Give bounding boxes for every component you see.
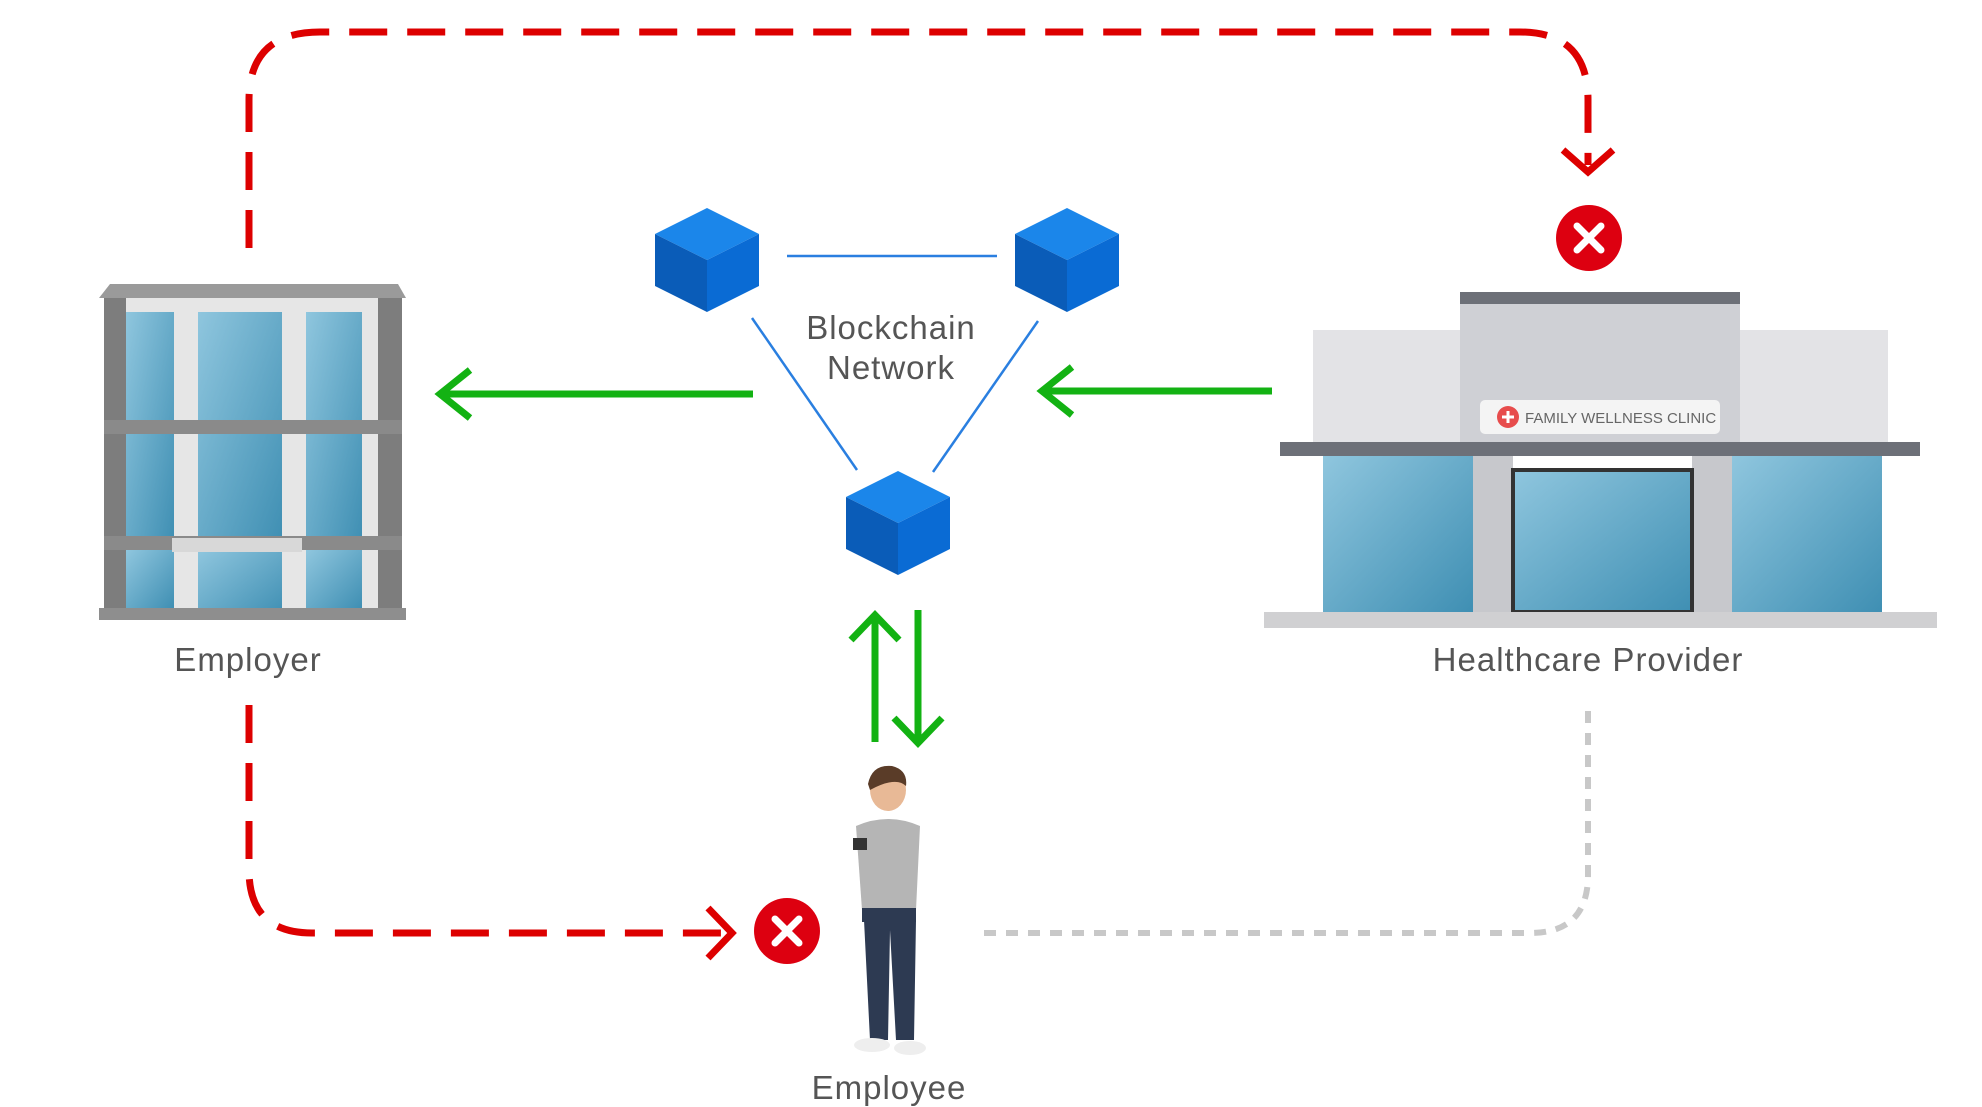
clinic-sign-text: FAMILY WELLNESS CLINIC	[1525, 410, 1716, 427]
blocked-path-employer-to-employee	[245, 705, 730, 937]
employer-label: Employer	[174, 641, 322, 678]
indirect-path-employee-to-provider	[984, 705, 1591, 936]
cube-icon	[1015, 208, 1119, 312]
blockchain-links	[750, 254, 1040, 473]
cube-icon	[655, 208, 759, 312]
blockchain-network-label: Blockchain Network	[806, 308, 976, 388]
blocked-path-employer-to-provider	[245, 28, 1592, 248]
healthcare-provider-label: Healthcare Provider	[1432, 641, 1744, 678]
blockchain-label-line1: Blockchain	[806, 309, 976, 346]
arrowhead-right-icon	[705, 905, 737, 961]
healthcare-provider-building-icon: FAMILY WELLNESS CLINIC	[1264, 292, 1937, 628]
x-circle-icon	[754, 898, 820, 964]
employee-person-icon	[853, 765, 926, 1055]
x-circle-icon	[1556, 205, 1622, 271]
employer-building-icon	[99, 284, 406, 620]
data-flow-arrow-employee-to-chain	[848, 609, 902, 742]
arrowhead-down-icon	[1560, 147, 1616, 177]
cube-icon	[846, 471, 950, 575]
data-flow-arrow-to-employer	[434, 367, 753, 421]
data-flow-arrow-chain-to-employee	[891, 610, 945, 749]
data-flow-arrow-from-provider	[1036, 364, 1272, 418]
employee-label: Employee	[811, 1069, 967, 1106]
blockchain-label-line2: Network	[826, 349, 956, 386]
